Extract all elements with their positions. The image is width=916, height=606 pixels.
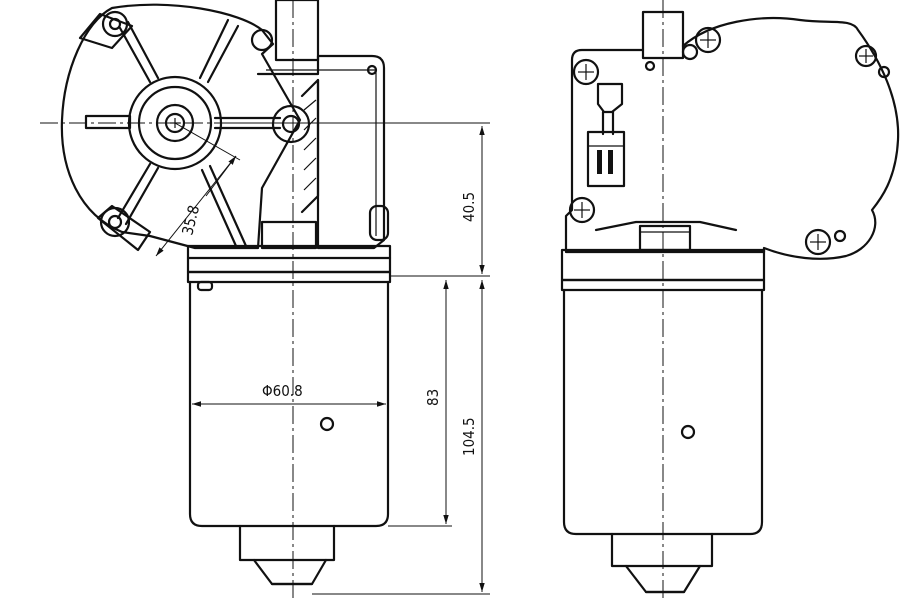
connector-block: [586, 130, 626, 188]
spoke-slot: [84, 114, 132, 130]
connector: [586, 82, 626, 188]
motor-can: [188, 280, 390, 528]
output-shaft-bore: [164, 112, 186, 134]
front-view: 35.8 Φ60.8 40.5 83 104.5: [40, 0, 490, 600]
end-cap: [238, 524, 336, 562]
worm-bearing: [271, 104, 311, 144]
side-gear-housing: [564, 17, 900, 260]
side-motor-can: [562, 288, 764, 536]
side-screw-left-bottom: [568, 196, 596, 224]
radius-label: 35.8: [178, 203, 203, 237]
side-flange-ring: [560, 278, 766, 292]
overall-label: 104.5: [460, 417, 478, 456]
side-shaft-sleeve: [641, 10, 685, 60]
radius-dimension-line: [155, 155, 237, 257]
motor-body-label: 83: [424, 389, 442, 406]
mounting-lug-top: [78, 10, 134, 50]
side-screw-bottom: [804, 228, 832, 256]
vent-hole: [319, 416, 335, 432]
radius-leader: [174, 122, 241, 161]
side-end-cap: [610, 532, 714, 568]
bracket-slot: [368, 204, 390, 242]
side-coupling: [638, 224, 692, 252]
side-bracket: [256, 54, 386, 250]
side-vent-hole: [680, 424, 696, 440]
output-shaft: [155, 103, 195, 143]
coupling-block: [260, 220, 318, 250]
gear-height-label: 40.5: [460, 192, 478, 222]
output-hub-ring: [137, 85, 213, 161]
mounting-lug-bottom: [96, 204, 152, 252]
side-screw-right: [854, 44, 878, 68]
worm-shaft-sleeve: [274, 0, 320, 62]
end-cap-tip: [252, 558, 328, 586]
side-screw-left-top: [572, 58, 600, 86]
side-view: [560, 0, 900, 600]
worm-gear-hatch: [300, 78, 320, 214]
mounting-lug-right: [250, 28, 274, 52]
side-collar: [594, 220, 738, 232]
housing-spokes: [116, 18, 282, 248]
flange-ring: [186, 270, 392, 284]
diameter-label: Φ60.8: [262, 382, 303, 400]
side-screw-top: [694, 26, 722, 54]
